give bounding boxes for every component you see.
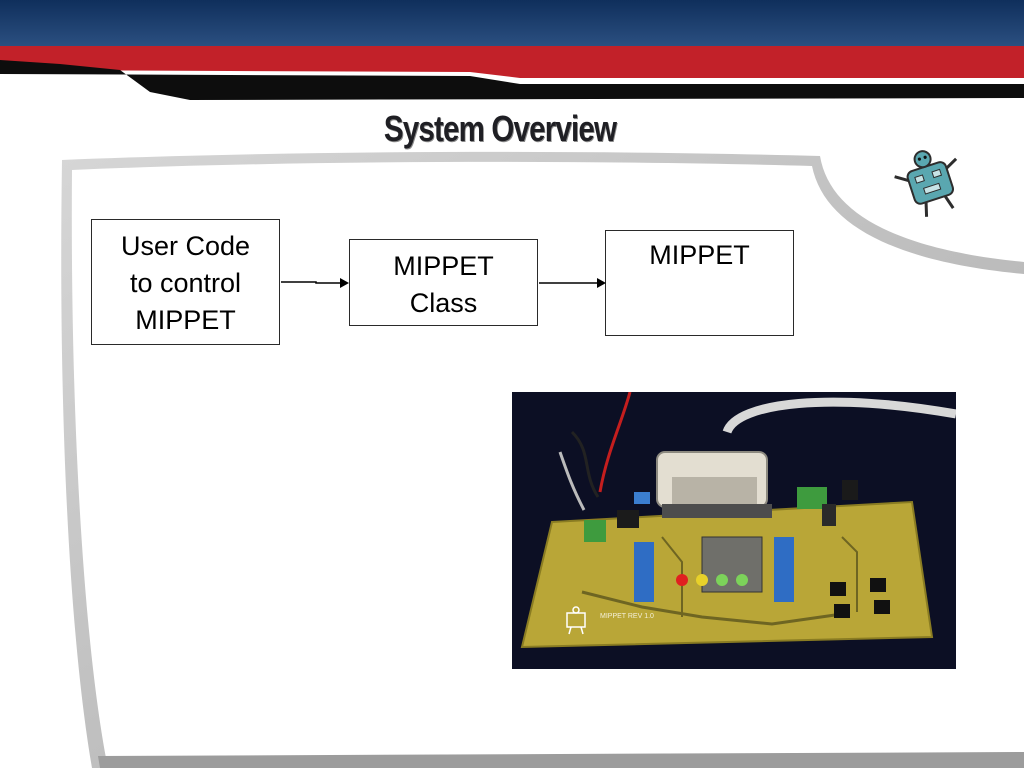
page-title: System Overview <box>383 108 617 149</box>
mippet-class-line-1: MIPPET <box>393 251 494 281</box>
robot-logo-icon <box>566 606 586 635</box>
banner-red-stripe <box>0 46 1024 78</box>
mippet-class-line-2: Class <box>409 288 478 318</box>
user-code-line-2: to control <box>129 268 242 298</box>
user-code-box: User Code to control MIPPET <box>91 219 280 345</box>
user-code-line-3: MIPPET <box>135 305 236 335</box>
mippet-board-photo: MIPPET REV 1.0 <box>512 392 956 669</box>
mippet-class-box: MIPPET Class <box>349 239 538 326</box>
user-code-line-1: User Code <box>120 231 251 261</box>
board-revision-label: MIPPET REV 1.0 <box>600 613 654 620</box>
mippet-box: MIPPET <box>605 230 794 336</box>
banner-blue-stripe <box>0 0 1024 46</box>
black-swoosh <box>0 60 1024 100</box>
mippet-line-1: MIPPET <box>649 240 750 270</box>
robot-mascot-icon <box>894 150 958 217</box>
panel-bottom-rim <box>98 752 1024 768</box>
